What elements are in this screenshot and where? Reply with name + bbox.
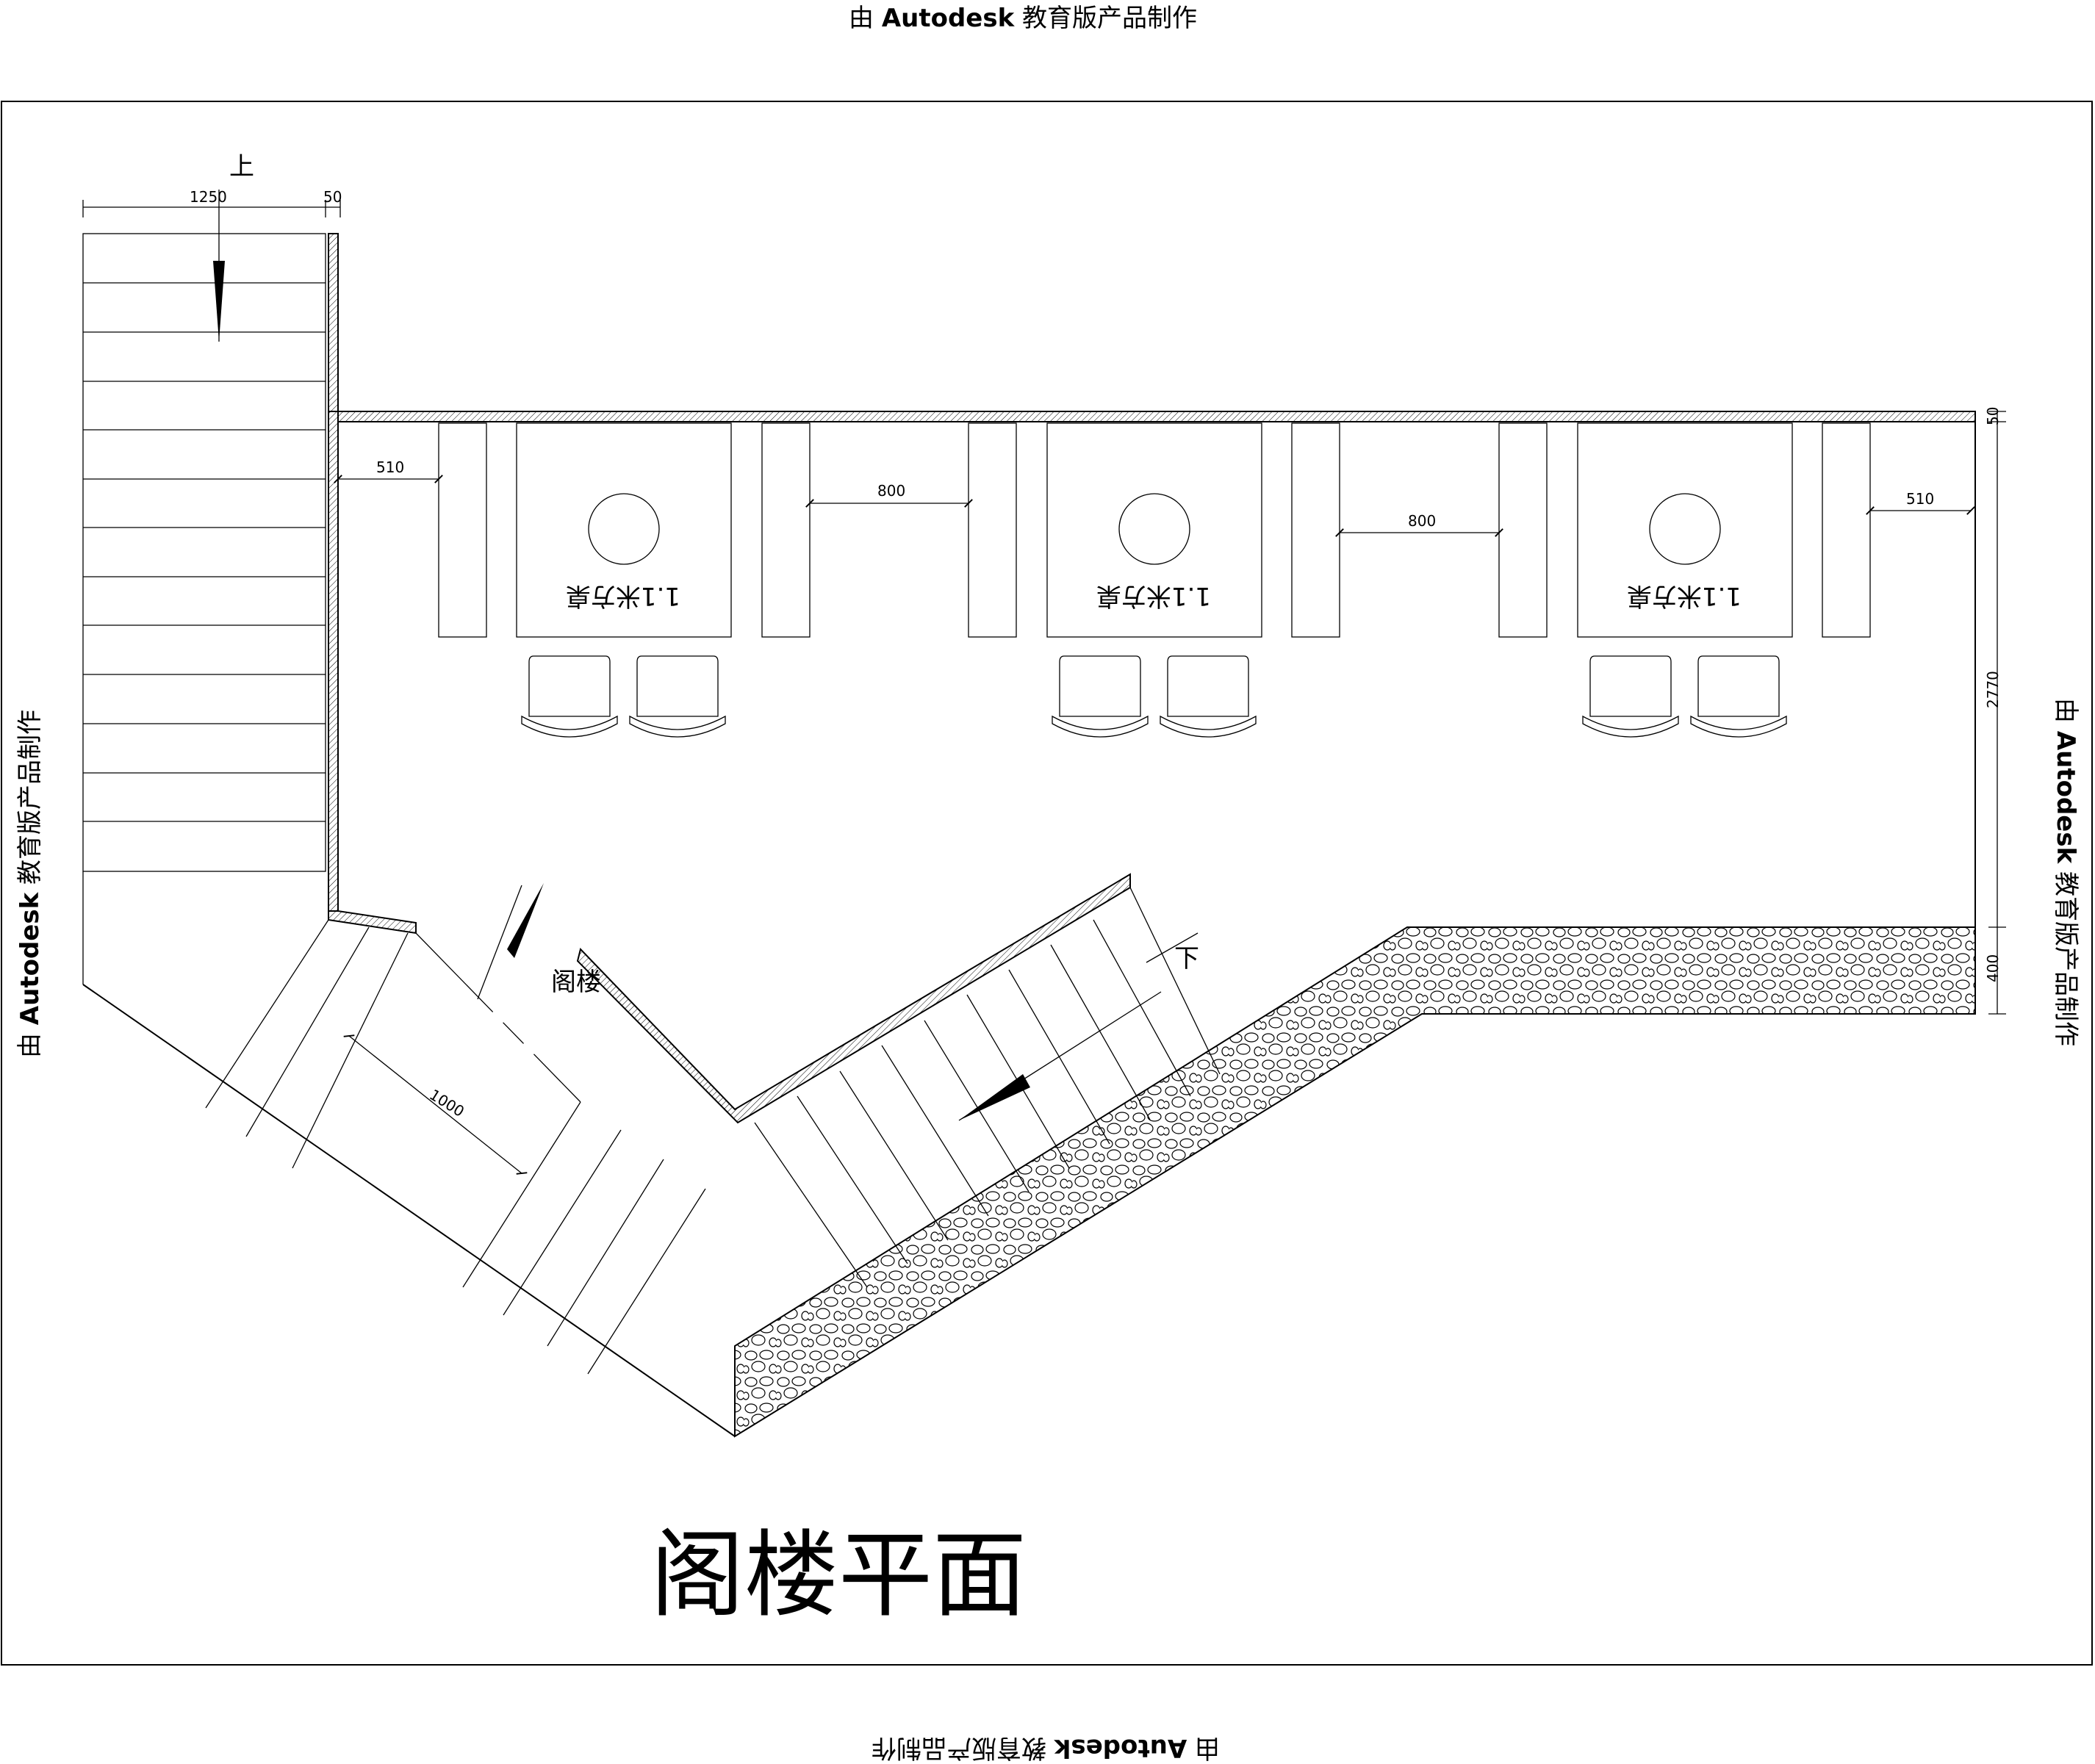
table-1-label: 1.1米方桌 (566, 581, 680, 611)
dim-gap-2: 800 (1335, 512, 1503, 537)
stone-band (734, 926, 1976, 1438)
svg-text:由 Autodesk 教育版产品制作: 由 Autodesk 教育版产品制作 (872, 1733, 1220, 1763)
left-wall (328, 233, 339, 912)
wm-top-prefix: 由 (849, 4, 874, 33)
attic-arrow-icon (507, 883, 544, 958)
lower-right-stair: 下 (734, 887, 1221, 1436)
down-arrow-icon (959, 1074, 1030, 1120)
dim-stone-band-text: 400 (1984, 954, 2002, 982)
dim-wall-top-text: 50 (323, 188, 342, 206)
svg-text:由 Autodesk 教育版产品制作: 由 Autodesk 教育版产品制作 (15, 710, 45, 1058)
dim-left-gap-text: 510 (376, 458, 404, 476)
dim-depth-text: 2770 (1984, 671, 2002, 708)
watermark-left: 由 Autodesk 教育版产品制作 (15, 710, 45, 1058)
up-arrow-icon (213, 261, 225, 342)
wm-right-suffix: 教育版产品制作 (2051, 871, 2080, 1046)
table-1: 1.1米方桌 (516, 422, 732, 638)
table-2-label: 1.1米方桌 (1096, 581, 1211, 611)
chairs (521, 655, 1787, 738)
table-3: 1.1米方桌 (1577, 422, 1793, 638)
wm-top-suffix: 教育版产品制作 (1022, 4, 1197, 33)
upper-slant-wall (328, 910, 417, 935)
wm-left-brand: Autodesk (15, 891, 45, 1025)
dim-gap-2-text: 800 (1408, 512, 1436, 530)
dim-right-gap: 510 (1866, 490, 1975, 515)
table-2: 1.1米方桌 (1046, 422, 1262, 638)
wm-bottom-suffix: 教育版产品制作 (872, 1733, 1046, 1763)
dim-gap-1: 800 (805, 482, 973, 508)
plan-title: 阁楼平面 (650, 1521, 1027, 1630)
dim-stair-width-text: 1250 (190, 188, 227, 206)
wm-right-brand: Autodesk (2051, 731, 2080, 865)
wm-right-prefix: 由 (2051, 698, 2080, 723)
dim-wall-right-text: 50 (1984, 407, 2002, 425)
watermark-bottom: 由 Autodesk 教育版产品制作 (872, 1733, 1220, 1763)
dim-right-vertical: 50 2770 400 (1984, 407, 2006, 1015)
lower-left-stair (82, 919, 736, 1437)
drawing-frame (1, 101, 2093, 1666)
wm-top-brand: Autodesk (882, 4, 1016, 33)
chair (1052, 655, 1149, 738)
top-wall (328, 411, 1976, 422)
wm-left-prefix: 由 (15, 1033, 45, 1058)
up-label: 上 (229, 152, 254, 181)
dim-landing-text: 1000 (426, 1086, 467, 1120)
chair (1160, 655, 1257, 738)
wm-bottom-prefix: 由 (1195, 1733, 1220, 1763)
dim-gap-1-text: 800 (877, 482, 905, 500)
svg-text:由 Autodesk 教育版产品制作: 由 Autodesk 教育版产品制作 (849, 4, 1197, 33)
valley-wall (576, 873, 1131, 1124)
wm-left-suffix: 教育版产品制作 (15, 710, 45, 885)
wm-bottom-brand: Autodesk (1053, 1733, 1187, 1763)
chair (1582, 655, 1679, 738)
attic-label: 阁楼 (551, 968, 601, 997)
chair (1690, 655, 1787, 738)
dim-right-gap-text: 510 (1906, 490, 1934, 508)
svg-text:由 Autodesk 教育版产品制作: 由 Autodesk 教育版产品制作 (2051, 698, 2080, 1046)
watermark-right: 由 Autodesk 教育版产品制作 (2051, 698, 2080, 1046)
dim-left-gap: 510 (334, 458, 443, 483)
dim-landing: 1000 (343, 1034, 528, 1175)
table-3-label: 1.1米方桌 (1627, 581, 1742, 611)
watermark-top: 由 Autodesk 教育版产品制作 (849, 4, 1197, 33)
dim-stair-width: 1250 50 (82, 188, 342, 217)
chair (521, 655, 618, 738)
down-label: 下 (1174, 944, 1199, 973)
attic-arrow: 阁楼 (477, 883, 601, 1000)
chair (629, 655, 726, 738)
upper-stair (82, 190, 326, 984)
